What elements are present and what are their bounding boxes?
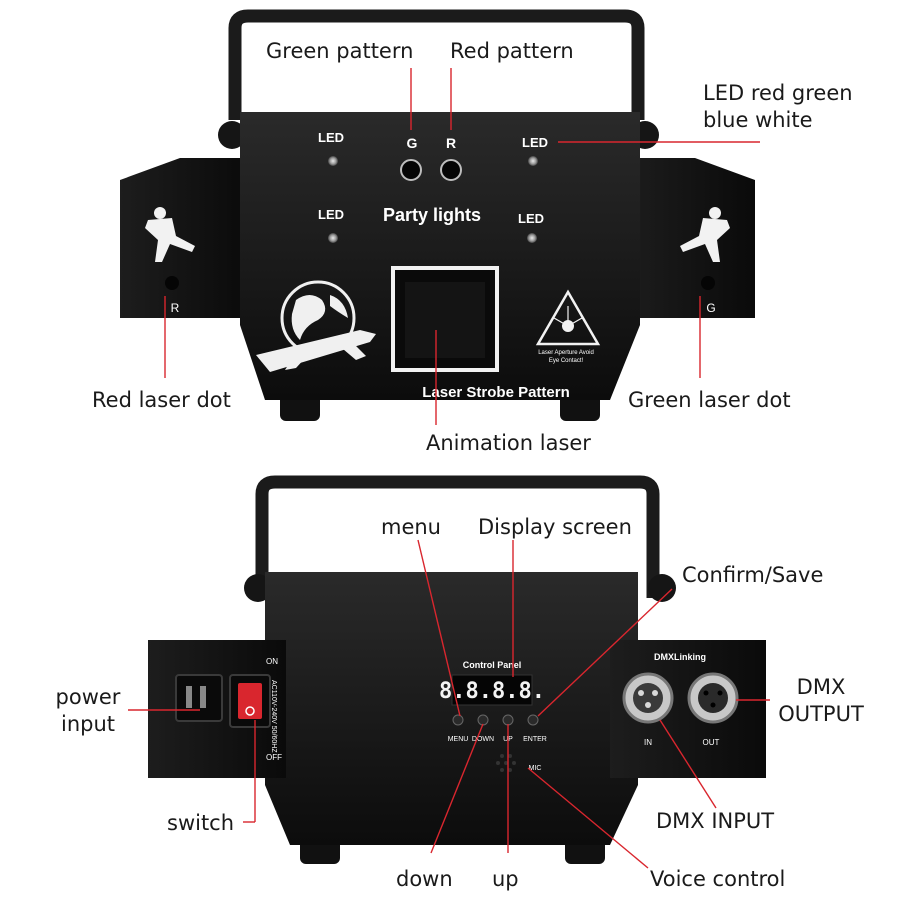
callout-red-laser-dot: Red laser dot [92, 388, 231, 412]
menu-button[interactable] [452, 714, 464, 726]
warning-text-line2: Eye Contact! [549, 358, 584, 364]
led-label-mid-left: LED [318, 207, 344, 222]
leader-menu [417, 539, 461, 717]
front-handle [228, 9, 645, 120]
enter-button[interactable] [527, 714, 539, 726]
callout-voice-control: Voice control [650, 867, 786, 891]
front-right-wing [625, 158, 755, 318]
enter-button-label: ENTER [523, 736, 547, 743]
down-button-label: DOWN [472, 736, 494, 743]
dmx-linking-label: DMXLinking [654, 652, 706, 662]
dancer-icon-left [145, 207, 195, 262]
green-dot-aperture [701, 276, 715, 290]
callout-dmx-output-line2: OUTPUT [778, 702, 864, 726]
callout-green-pattern: Green pattern [266, 39, 414, 63]
party-lights-title: Party lights [383, 205, 481, 225]
callout-switch: switch [167, 811, 235, 835]
mic-label: MIC [529, 765, 542, 772]
front-view: R G LED LED LED LED G R Party lights Las… [120, 9, 760, 425]
back-knob-right [648, 574, 676, 602]
laser-window-inner [405, 282, 485, 358]
callout-menu: menu [381, 515, 441, 539]
callout-up: up [492, 867, 519, 891]
callout-display-screen: Display screen [478, 515, 632, 539]
leader-confirm-save [537, 588, 673, 717]
led-label-top-right: LED [522, 135, 548, 150]
led-bulb-top-right [528, 156, 538, 166]
handle-knob-left [218, 121, 246, 149]
up-button[interactable] [502, 714, 514, 726]
front-left-wing [120, 158, 250, 318]
callout-power-input-line2: input [60, 712, 116, 736]
green-pattern-port [400, 159, 422, 181]
down-button[interactable] [477, 714, 489, 726]
callout-animation-laser: Animation laser [426, 431, 591, 455]
switch-on-label: ON [266, 657, 278, 666]
callout-power-input: power input [46, 684, 130, 738]
power-input-socket [175, 674, 223, 722]
back-handle [255, 475, 660, 598]
callout-red-pattern: Red pattern [450, 39, 574, 63]
led-label-mid-right: LED [518, 211, 544, 226]
callout-power-input-line1: power [55, 685, 121, 709]
control-panel-label: Control Panel [463, 660, 522, 670]
leader-dmx-input [659, 719, 717, 809]
callout-led-rgbw-line2: blue white [703, 108, 813, 132]
led-bulb-mid-right [527, 233, 537, 243]
led-label-top-left: LED [318, 130, 344, 145]
red-dot-aperture [165, 276, 179, 290]
led-bulb-mid-left [328, 233, 338, 243]
back-view: ON OFF AC110V-240V 50/60HZ Control Panel… [128, 475, 770, 869]
menu-button-label: MENU [448, 736, 469, 743]
callout-confirm-save: Confirm/Save [682, 563, 824, 587]
leader-down [430, 723, 484, 854]
switch-icon [245, 706, 255, 716]
microphone-grille-icon [496, 754, 516, 772]
callout-green-laser-dot: Green laser dot [628, 388, 791, 412]
voltage-label: AC110V-240V 50/60HZ [270, 680, 277, 753]
display-screen [451, 674, 533, 706]
callout-dmx-input: DMX INPUT [656, 809, 775, 833]
leader-voice-control [527, 767, 649, 869]
right-side-label: G [706, 301, 715, 315]
led-bulb-top-left [328, 156, 338, 166]
globe-plane-logo-icon [256, 280, 376, 372]
dmx-in-label: IN [644, 738, 652, 747]
callout-down: down [396, 867, 453, 891]
laser-strobe-pattern-label: Laser Strobe Pattern [422, 384, 570, 401]
dmx-out-label: OUT [703, 738, 720, 747]
dancer-icon-right [680, 207, 730, 262]
callout-led-rgbw-line1: LED red green [703, 81, 853, 105]
display-value: 8.8.8.8. [439, 679, 545, 704]
red-pattern-port [440, 159, 462, 181]
callout-dmx-output-line1: DMX [796, 675, 846, 699]
laser-warning-icon [535, 289, 601, 346]
port-label-r: R [446, 135, 456, 151]
warning-text-line1: Laser Aperture Avoid [538, 350, 594, 356]
back-body [265, 572, 638, 845]
port-label-g: G [407, 135, 418, 151]
left-side-label: R [171, 301, 180, 315]
power-switch[interactable] [238, 683, 262, 719]
front-body [240, 112, 640, 400]
callout-dmx-output: DMX OUTPUT [772, 674, 870, 728]
switch-off-label: OFF [266, 753, 282, 762]
